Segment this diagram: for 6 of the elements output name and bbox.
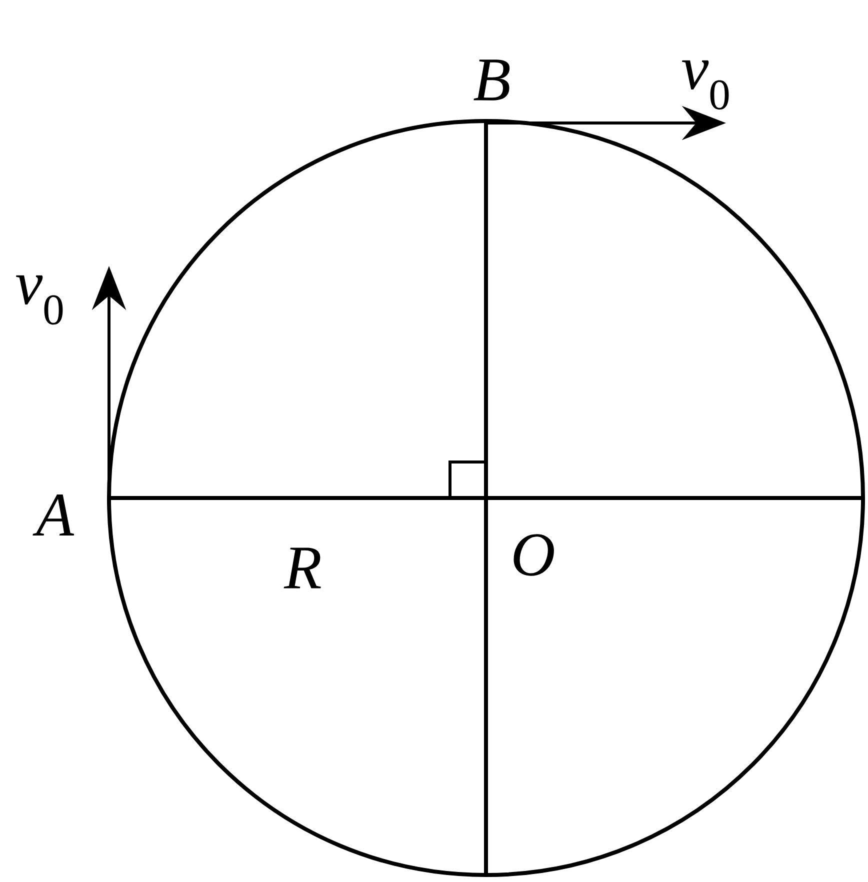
velocity-label: v$_{0}$ <box>16 275 63 325</box>
velocity-label: v$_{0}$ <box>682 60 729 110</box>
point-label: O <box>514 534 554 576</box>
point-label: B <box>474 60 510 100</box>
point-label: A <box>32 494 74 536</box>
length-label: R <box>284 548 321 588</box>
